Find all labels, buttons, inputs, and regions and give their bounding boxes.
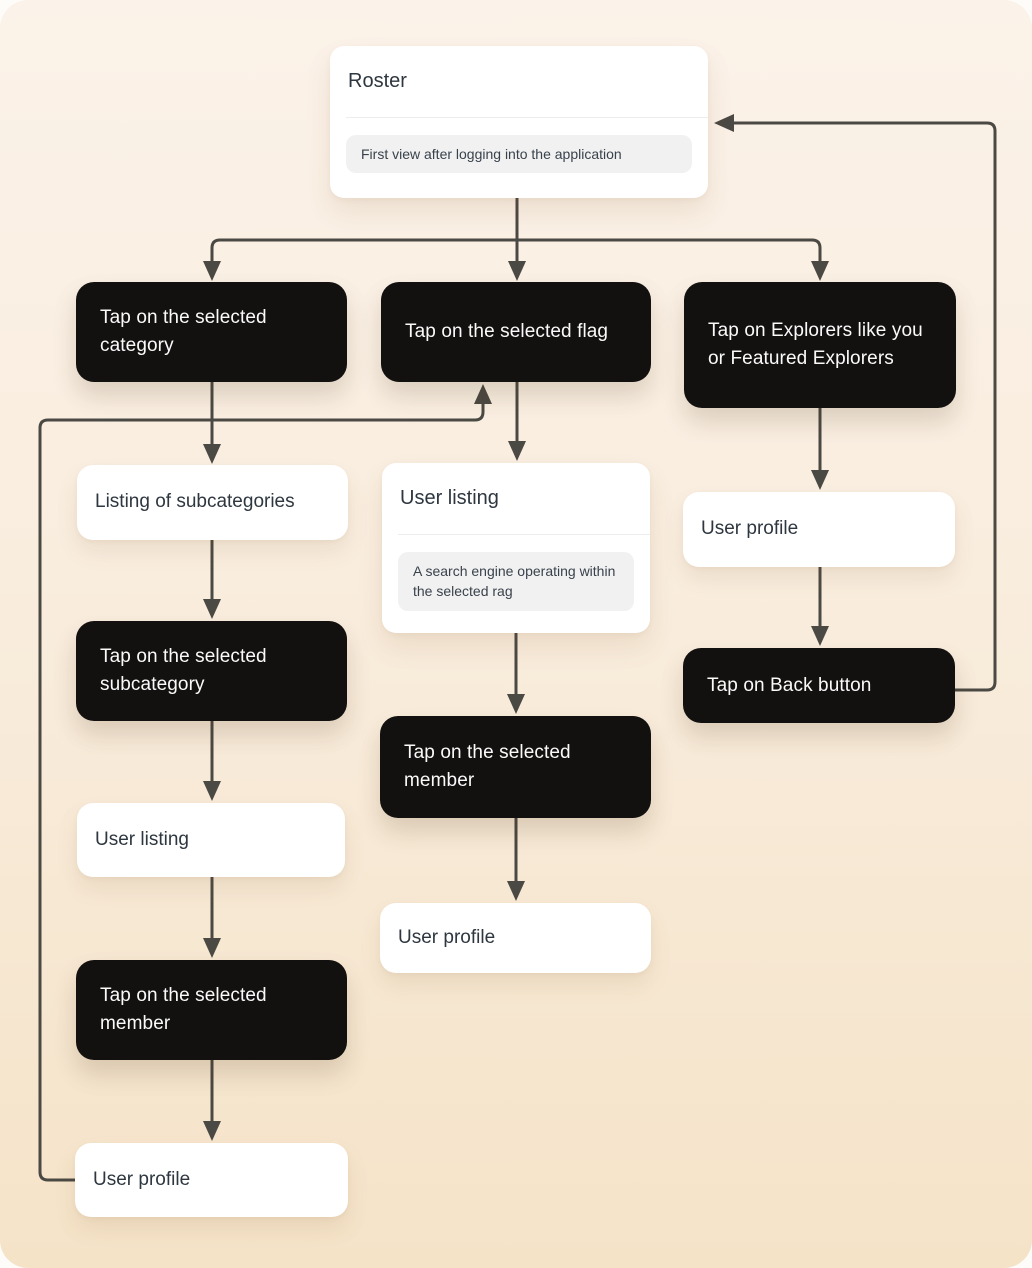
roster-title: Roster xyxy=(348,70,407,92)
user-profile-mid-label: User profile xyxy=(398,926,496,948)
listing-subcategories-node: Listing of subcategories xyxy=(77,465,348,540)
user-listing-left-label: User listing xyxy=(95,828,189,850)
tap-member-mid-label: Tap on the selected member xyxy=(404,742,571,791)
tap-member-left-node: Tap on the selected member xyxy=(76,960,347,1060)
tap-back-node: Tap on Back button xyxy=(683,648,955,723)
roster-node: Roster First view after logging into the… xyxy=(330,46,708,198)
user-listing-detail-note: A search engine operating within the sel… xyxy=(398,552,634,611)
user-listing-left-node: User listing xyxy=(77,803,345,877)
user-profile-left-label: User profile xyxy=(93,1168,191,1190)
tap-explorers-node: Tap on Explorers like you or Featured Ex… xyxy=(684,282,956,408)
tap-subcategory-label: Tap on the selected subcategory xyxy=(100,646,267,695)
tap-explorers-label: Tap on Explorers like you or Featured Ex… xyxy=(708,320,923,369)
user-profile-right-label: User profile xyxy=(701,518,799,540)
tap-category-node: Tap on the selected category xyxy=(76,282,347,382)
tap-member-mid-node: Tap on the selected member xyxy=(380,716,651,818)
tap-flag-label: Tap on the selected flag xyxy=(405,321,609,343)
tap-subcategory-node: Tap on the selected subcategory xyxy=(76,621,347,721)
user-listing-detail-divider xyxy=(398,534,650,535)
roster-divider xyxy=(346,117,708,118)
tap-category-label: Tap on the selected category xyxy=(100,307,267,356)
user-listing-detail-node: User listing A search engine operating w… xyxy=(382,463,650,633)
listing-subcategories-label: Listing of subcategories xyxy=(95,491,295,513)
user-listing-detail-title: User listing xyxy=(400,487,499,509)
user-profile-right-node: User profile xyxy=(683,492,955,567)
tap-flag-node: Tap on the selected flag xyxy=(381,282,651,382)
tap-back-label: Tap on Back button xyxy=(707,674,872,696)
user-profile-mid-node: User profile xyxy=(380,903,651,973)
user-profile-left-node: User profile xyxy=(75,1143,348,1217)
tap-member-left-label: Tap on the selected member xyxy=(100,985,267,1034)
roster-note: First view after logging into the applic… xyxy=(346,135,692,174)
